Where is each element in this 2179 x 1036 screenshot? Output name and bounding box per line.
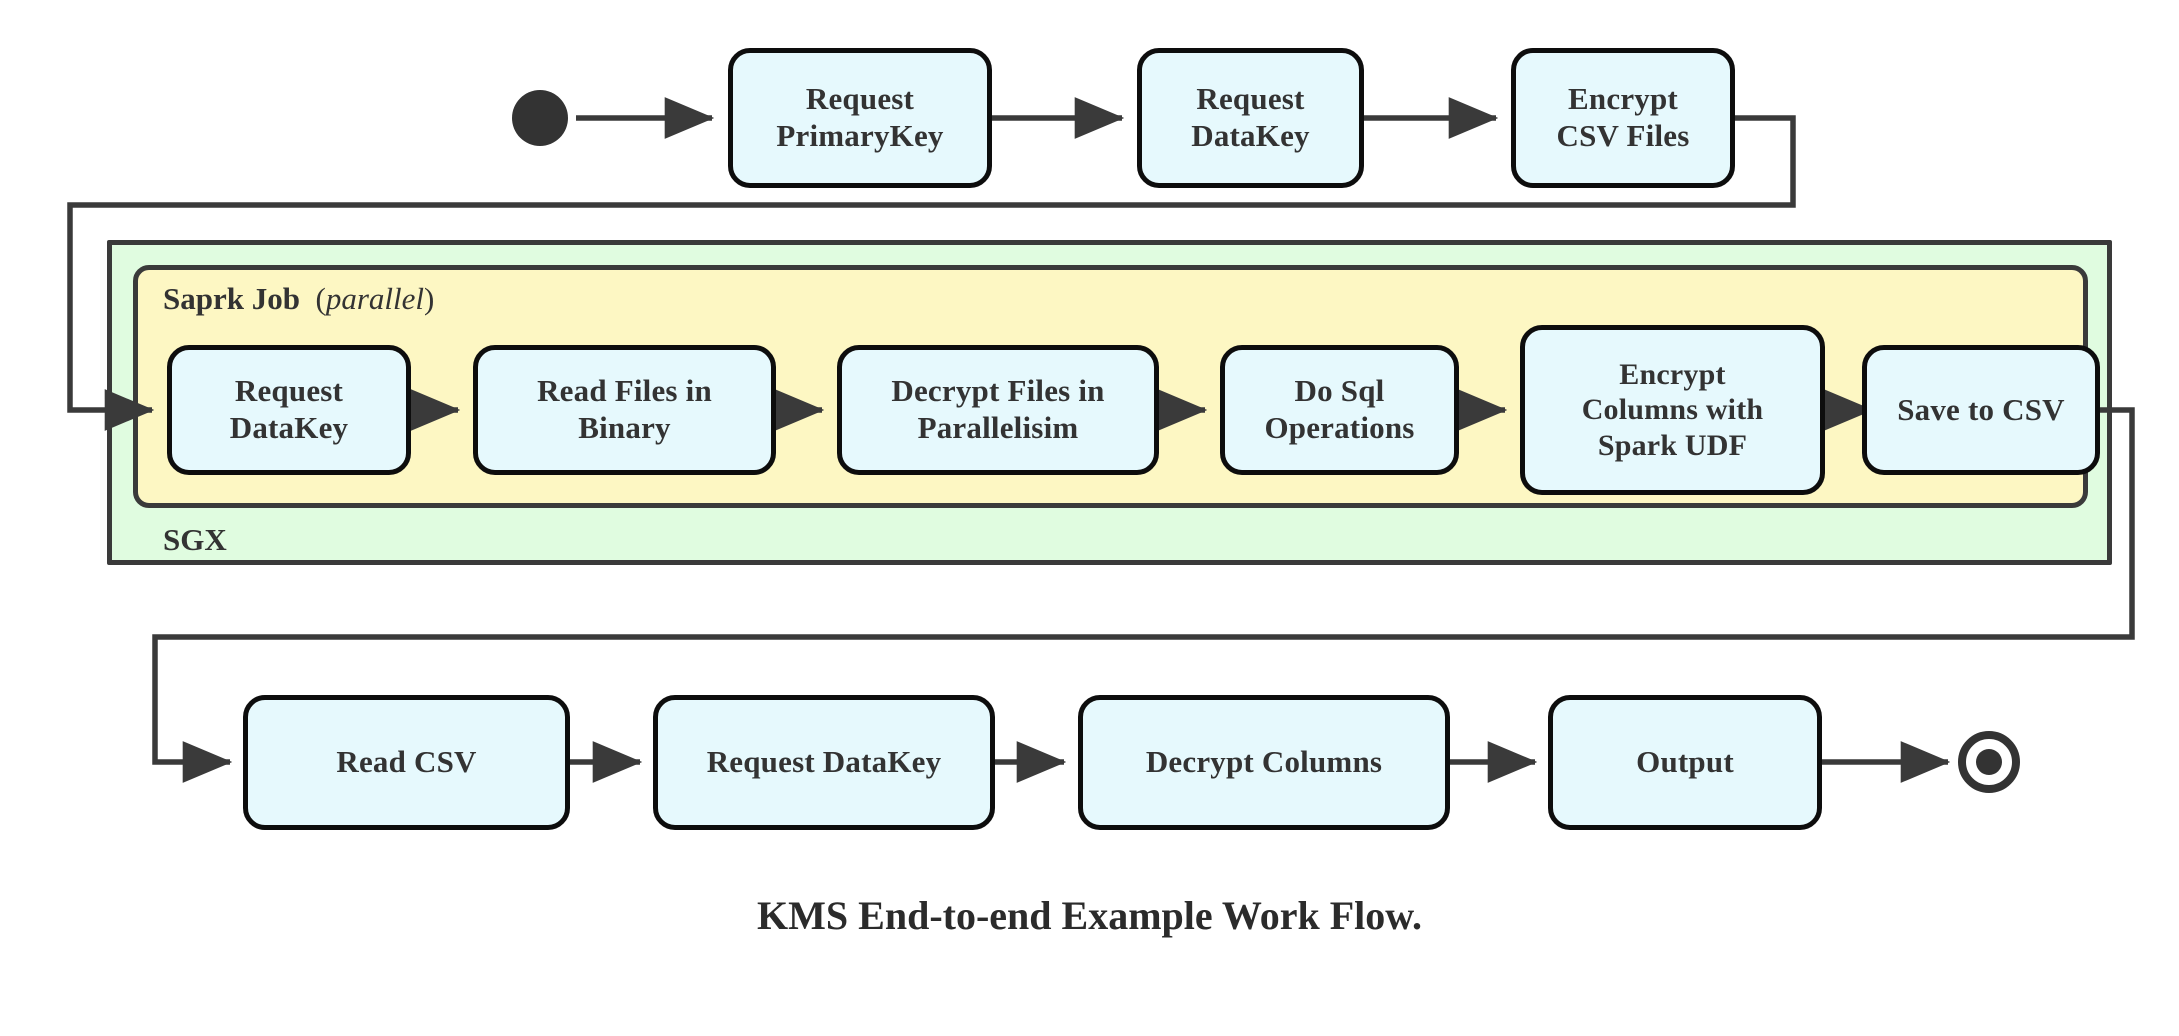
edge-save-csv-to-read-csv (152, 407, 2135, 783)
node-read-csv-label: Read CSV (336, 744, 477, 780)
node-request-datakey-top-label: Request DataKey (1191, 81, 1310, 153)
spark-job-label-paren-close: ) (423, 281, 435, 316)
node-decrypt-files-in-parallelisim[interactable]: Decrypt Files in Parallelisim (837, 345, 1159, 475)
initial-state-node (512, 90, 568, 146)
node-request-datakey-top[interactable]: Request DataKey (1137, 48, 1364, 188)
node-request-datakey-bottom-label: Request DataKey (706, 744, 942, 780)
node-read-files-in-binary-label: Read Files in Binary (537, 373, 712, 445)
spark-job-label-main: Saprk Job (163, 281, 300, 316)
node-decrypt-files-in-parallelisim-label: Decrypt Files in Parallelisim (891, 373, 1105, 445)
spark-job-container-label: Saprk Job (parallel) (163, 281, 434, 317)
node-save-to-csv-label: Save to CSV (1897, 391, 2065, 427)
node-encrypt-columns-with-spark-udf-label: Encrypt Columns with Spark UDF (1581, 357, 1764, 462)
node-encrypt-csv-files-label: Encrypt CSV Files (1556, 81, 1690, 153)
node-encrypt-csv-files[interactable]: Encrypt CSV Files (1511, 48, 1735, 188)
edge-encrypt-csv-to-spark-datakey (67, 115, 1796, 431)
spark-job-label-paren-open: ( (315, 281, 326, 316)
node-do-sql-operations-label: Do Sql Operations (1264, 373, 1415, 445)
node-encrypt-columns-with-spark-udf[interactable]: Encrypt Columns with Spark UDF (1520, 325, 1825, 495)
node-request-datakey-bottom[interactable]: Request DataKey (653, 695, 995, 830)
node-output-label: Output (1636, 744, 1734, 780)
node-request-datakey-spark[interactable]: Request DataKey (167, 345, 411, 475)
node-do-sql-operations[interactable]: Do Sql Operations (1220, 345, 1459, 475)
node-save-to-csv[interactable]: Save to CSV (1862, 345, 2100, 475)
node-decrypt-columns-label: Decrypt Columns (1145, 744, 1383, 780)
spark-job-label-parallel: parallel (325, 281, 424, 316)
node-request-datakey-spark-label: Request DataKey (229, 373, 349, 445)
node-request-primarykey-label: Request PrimaryKey (776, 81, 944, 153)
node-read-files-in-binary[interactable]: Read Files in Binary (473, 345, 776, 475)
node-decrypt-columns[interactable]: Decrypt Columns (1078, 695, 1450, 830)
node-output[interactable]: Output (1548, 695, 1822, 830)
node-read-csv[interactable]: Read CSV (243, 695, 570, 830)
sgx-container-label: SGX (163, 522, 227, 557)
diagram-caption: KMS End-to-end Example Work Flow. (757, 893, 1422, 938)
final-state-node (1958, 731, 2020, 793)
node-request-primarykey[interactable]: Request PrimaryKey (728, 48, 992, 188)
